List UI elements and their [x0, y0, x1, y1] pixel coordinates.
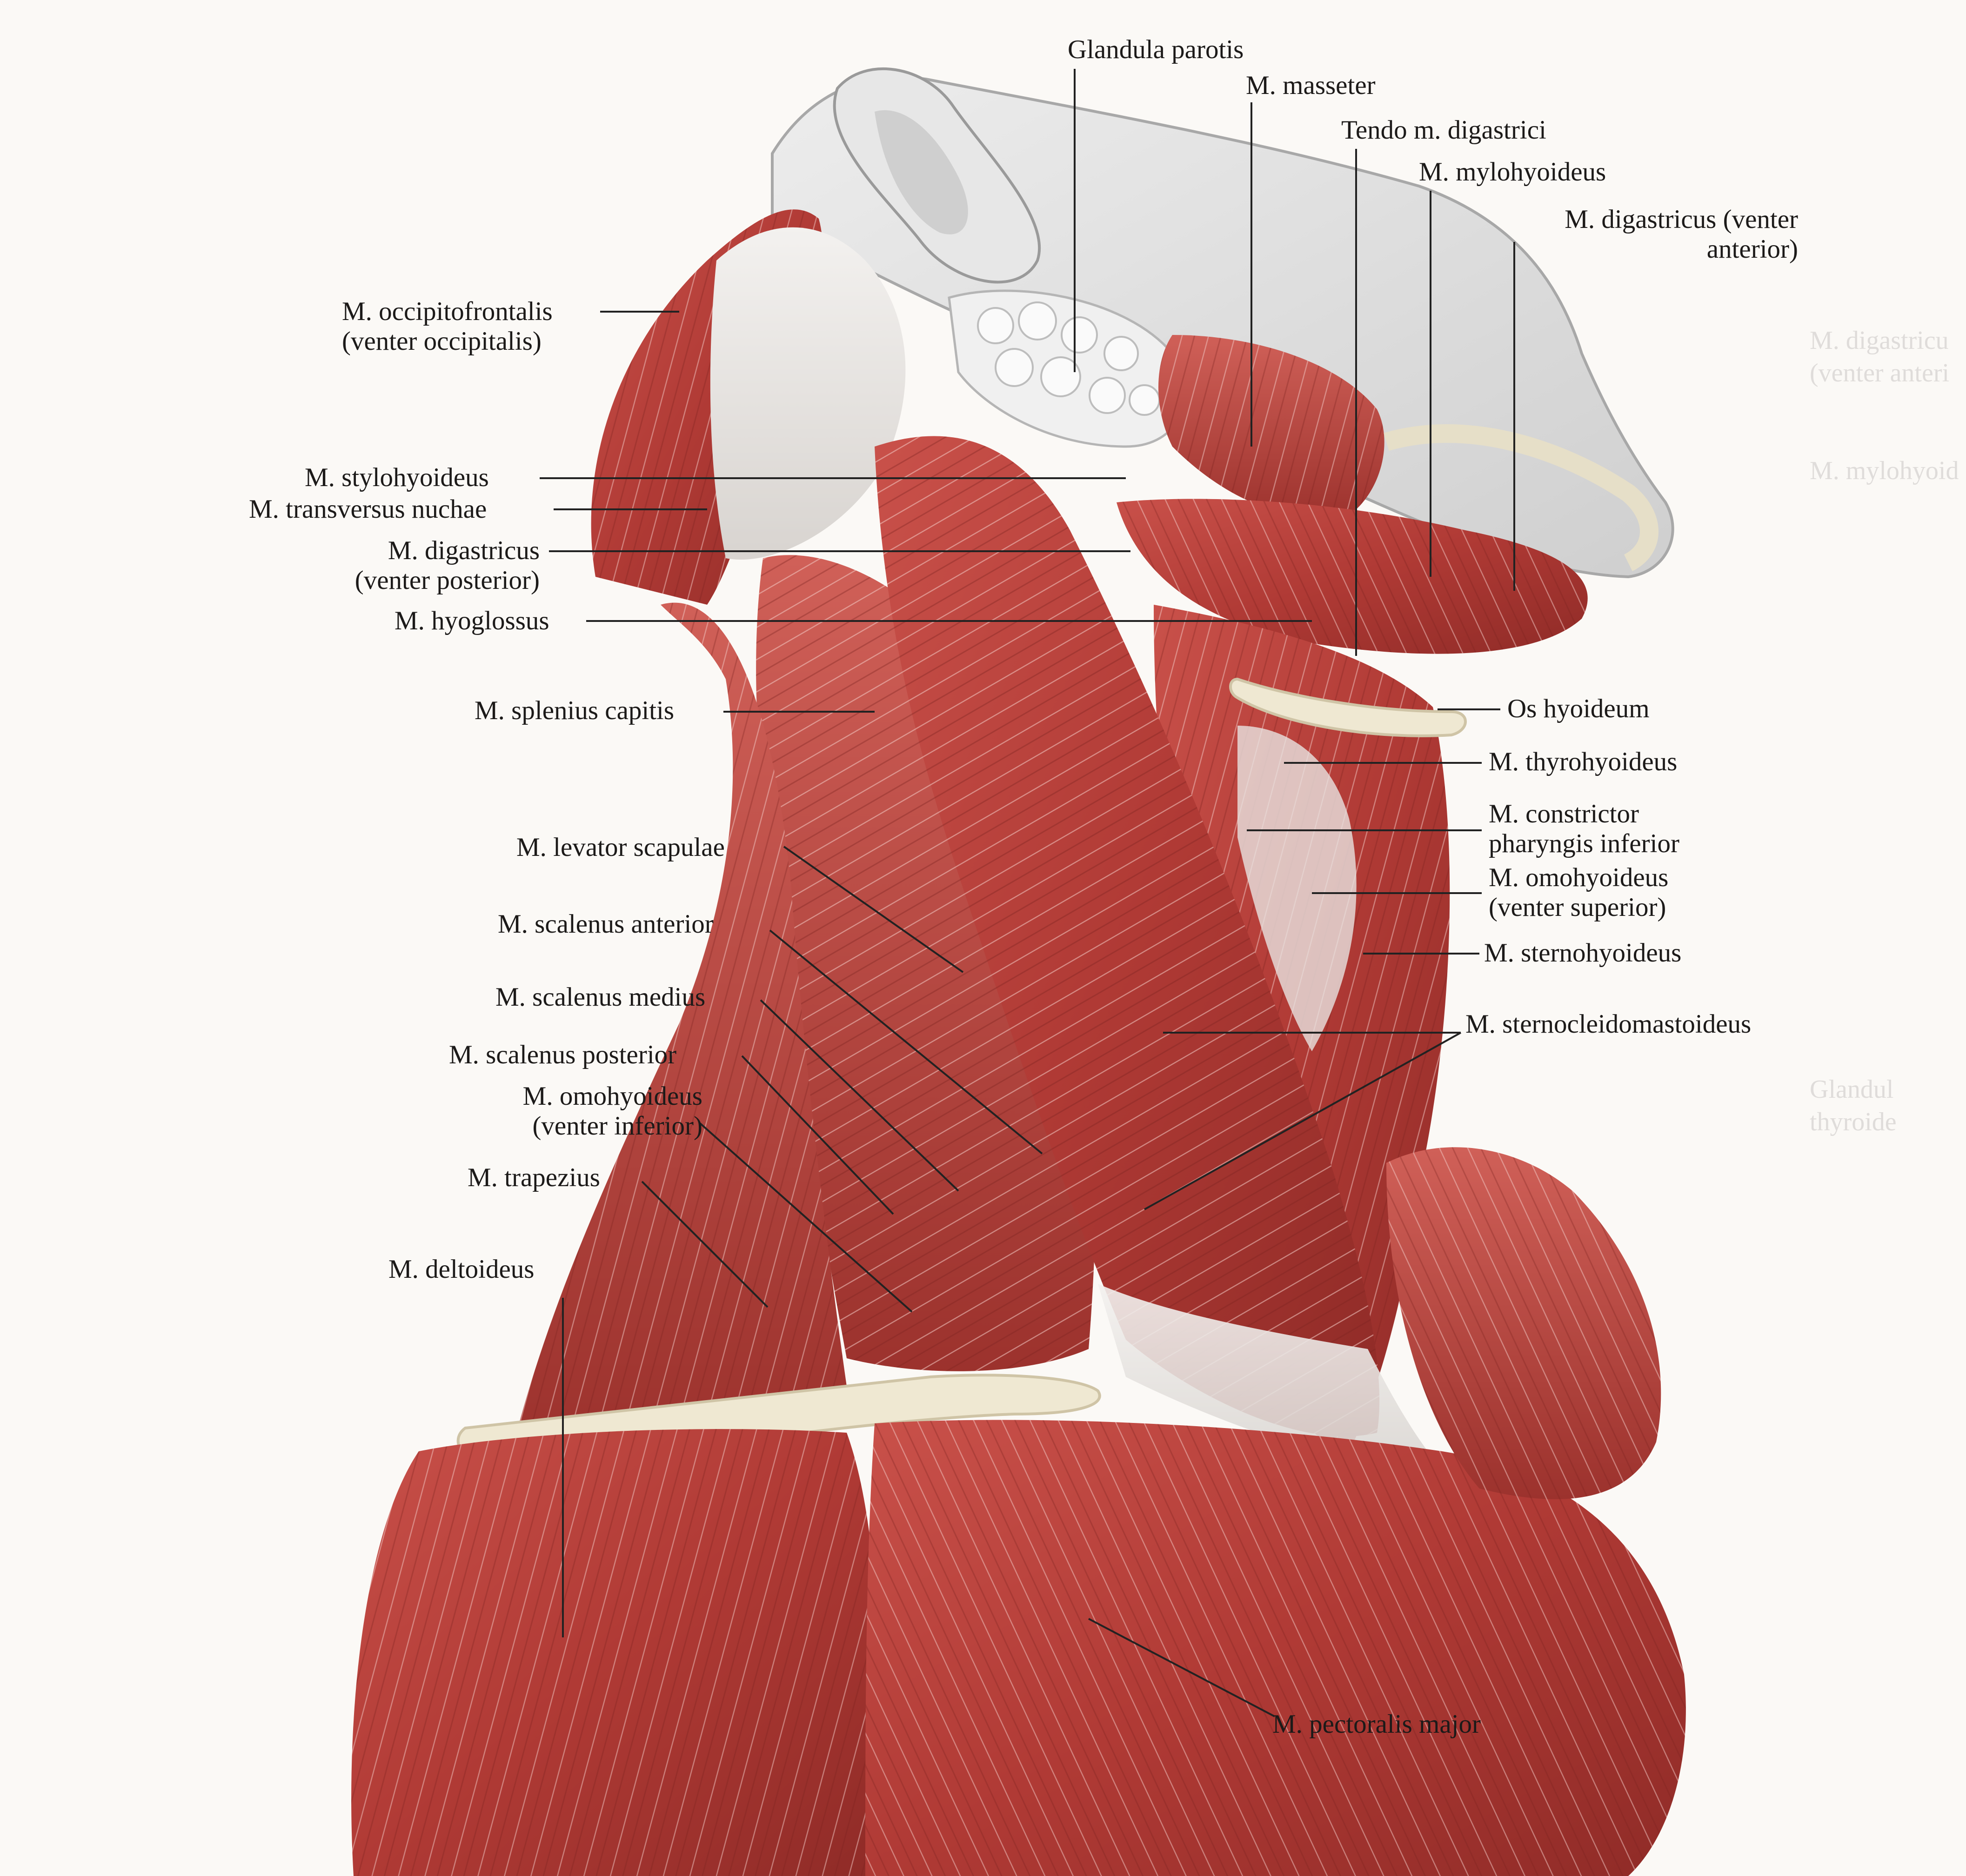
label-m-trapezius: M. trapezius	[468, 1163, 600, 1192]
label-m-sternohyoideus: M. sternohyoideus	[1484, 938, 1682, 968]
label-m-hyoglossus: M. hyoglossus	[395, 606, 549, 635]
label-m-levator-scapulae: M. levator scapulae	[516, 833, 725, 862]
label-m-masseter: M. masseter	[1246, 71, 1376, 100]
ghost-text-1: M. digastricu	[1810, 326, 1949, 355]
label-m-thyrohyoideus: M. thyrohyoideus	[1489, 747, 1678, 776]
galea-tendon	[710, 227, 906, 560]
label-m-digastricus-anterior: M. digastricus (venter anterior)	[1565, 205, 1798, 264]
label-m-scalenus-medius: M. scalenus medius	[495, 982, 706, 1012]
ghost-text-4: Glandul	[1810, 1075, 1894, 1104]
label-glandula-parotis: Glandula parotis	[1068, 35, 1244, 64]
label-m-scalenus-anterior: M. scalenus anterior	[498, 909, 714, 939]
label-m-scalenus-posterior: M. scalenus posterior	[449, 1040, 677, 1069]
mandible-cut	[1384, 424, 1658, 571]
hyoid-bone	[1229, 677, 1467, 737]
label-os-hyoideum: Os hyoideum	[1507, 694, 1650, 723]
label-m-deltoideus: M. deltoideus	[388, 1255, 535, 1284]
label-m-omohyoideus-superior: M. omohyoideus (venter superior)	[1489, 863, 1669, 922]
label-m-stylohyoideus: M. stylohyoideus	[305, 463, 489, 492]
label-m-digastricus-posterior: M. digastricus (venter posterior)	[354, 536, 540, 595]
label-m-splenius-capitis: M. splenius capitis	[475, 696, 675, 725]
ghost-text-3: M. mylohyoid	[1810, 456, 1959, 485]
label-m-omohyoideus-inferior: M. omohyoideus (venter inferior)	[522, 1082, 702, 1141]
label-m-transversus-nuchae: M. transversus nuchae	[249, 494, 487, 524]
label-m-mylohyoideus: M. mylohyoideus	[1419, 157, 1606, 187]
ear-inner	[875, 110, 968, 234]
label-m-occipitofrontalis: M. occipitofrontalis (venter occipitalis…	[342, 297, 553, 356]
ghost-text-5: thyroide	[1810, 1108, 1897, 1136]
label-m-pectoralis-major: M. pectoralis major	[1272, 1709, 1481, 1739]
larynx-region	[1237, 726, 1357, 1051]
label-m-sternocleidomastoideus: M. sternocleidomastoideus	[1465, 1009, 1752, 1039]
label-m-constrictor: M. constrictor pharyngis inferior	[1489, 799, 1679, 858]
label-tendo-m-digastrici: Tendo m. digastrici	[1341, 115, 1546, 145]
ghost-text-2: (venter anteri	[1810, 359, 1950, 387]
scm-lower-tendon	[1098, 1284, 1451, 1479]
